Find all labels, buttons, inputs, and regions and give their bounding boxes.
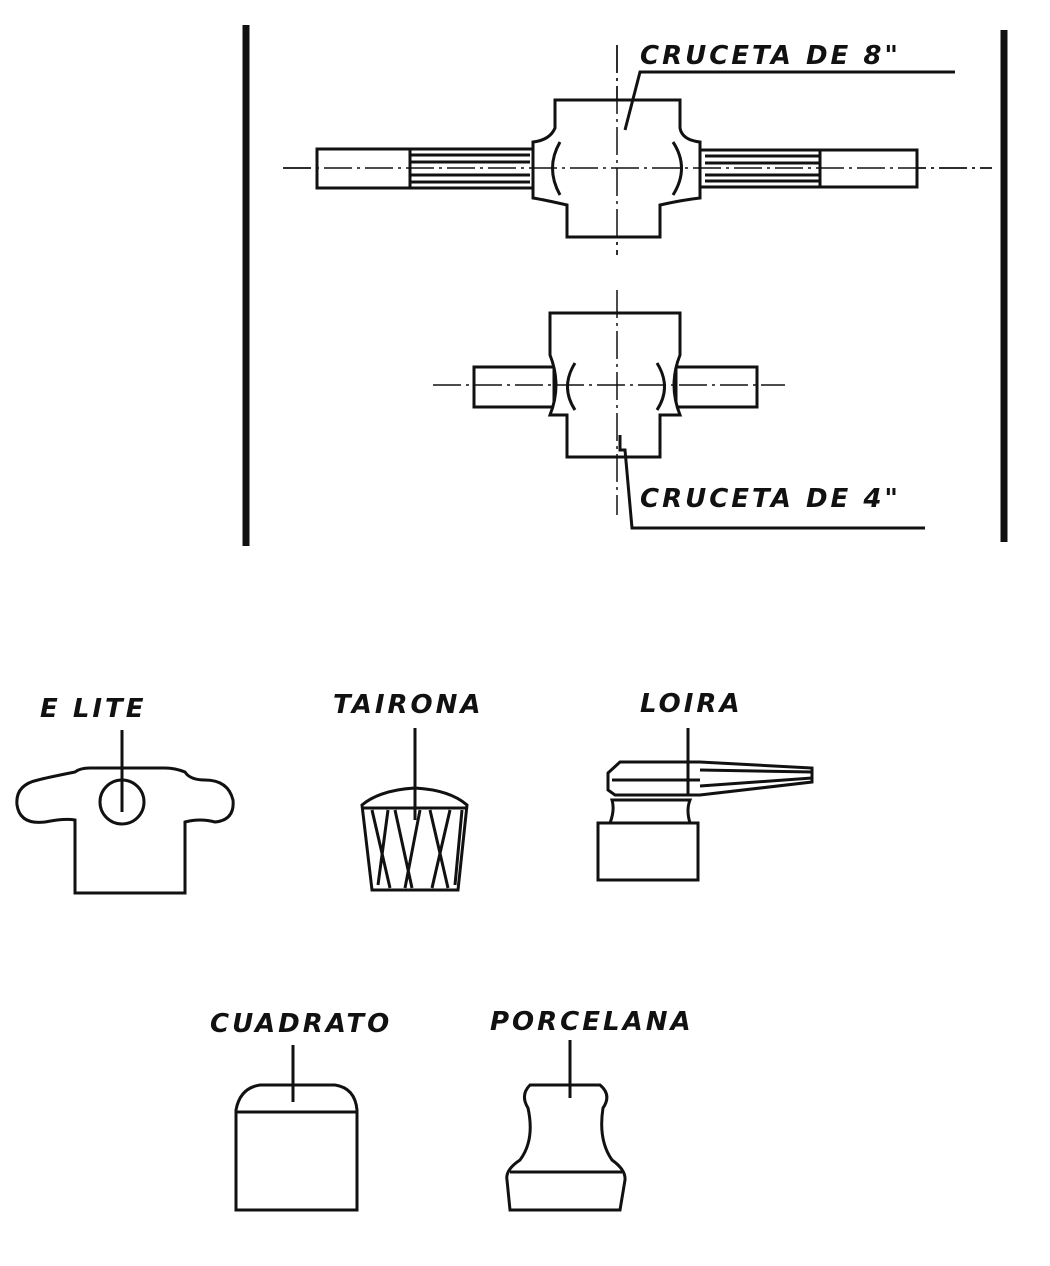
- tairona-label: TAIRONA: [333, 690, 484, 720]
- cruceta-4-label: CRUCETA DE 4": [640, 484, 901, 514]
- handle-tairona: TAIRONA: [333, 690, 484, 892]
- handle-loira: LOIRA: [596, 689, 814, 882]
- handle-porcelana: PORCELANA: [490, 1007, 694, 1212]
- handle-cuadrato: CUADRATO: [210, 1009, 392, 1212]
- handle-elite: E LITE: [15, 694, 235, 895]
- elite-label: E LITE: [40, 694, 147, 724]
- crosshead-8-inch: CRUCETA DE 8": [283, 41, 992, 255]
- cruceta-8-label: CRUCETA DE 8": [640, 41, 901, 71]
- cuadrato-label: CUADRATO: [210, 1009, 392, 1039]
- crosshead-4-inch: CRUCETA DE 4": [433, 290, 925, 530]
- porcelana-label: PORCELANA: [490, 1007, 694, 1037]
- loira-label: LOIRA: [640, 689, 743, 719]
